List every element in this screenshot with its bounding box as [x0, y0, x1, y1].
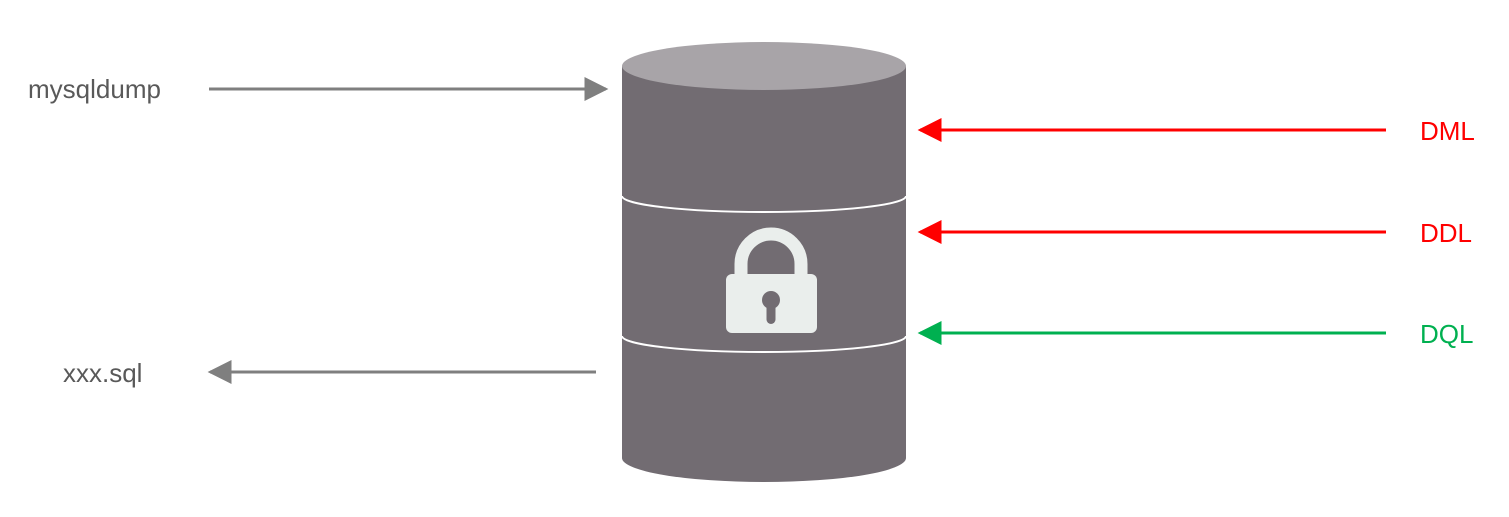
database-cylinder-icon: [621, 42, 907, 482]
dml-label: DML: [1420, 116, 1475, 146]
ddl-label: DDL: [1420, 218, 1472, 248]
mysqldump-label: mysqldump: [28, 74, 161, 104]
dql-label: DQL: [1420, 319, 1473, 349]
lock-icon: [726, 227, 817, 333]
output-file-label: xxx.sql: [63, 358, 142, 388]
